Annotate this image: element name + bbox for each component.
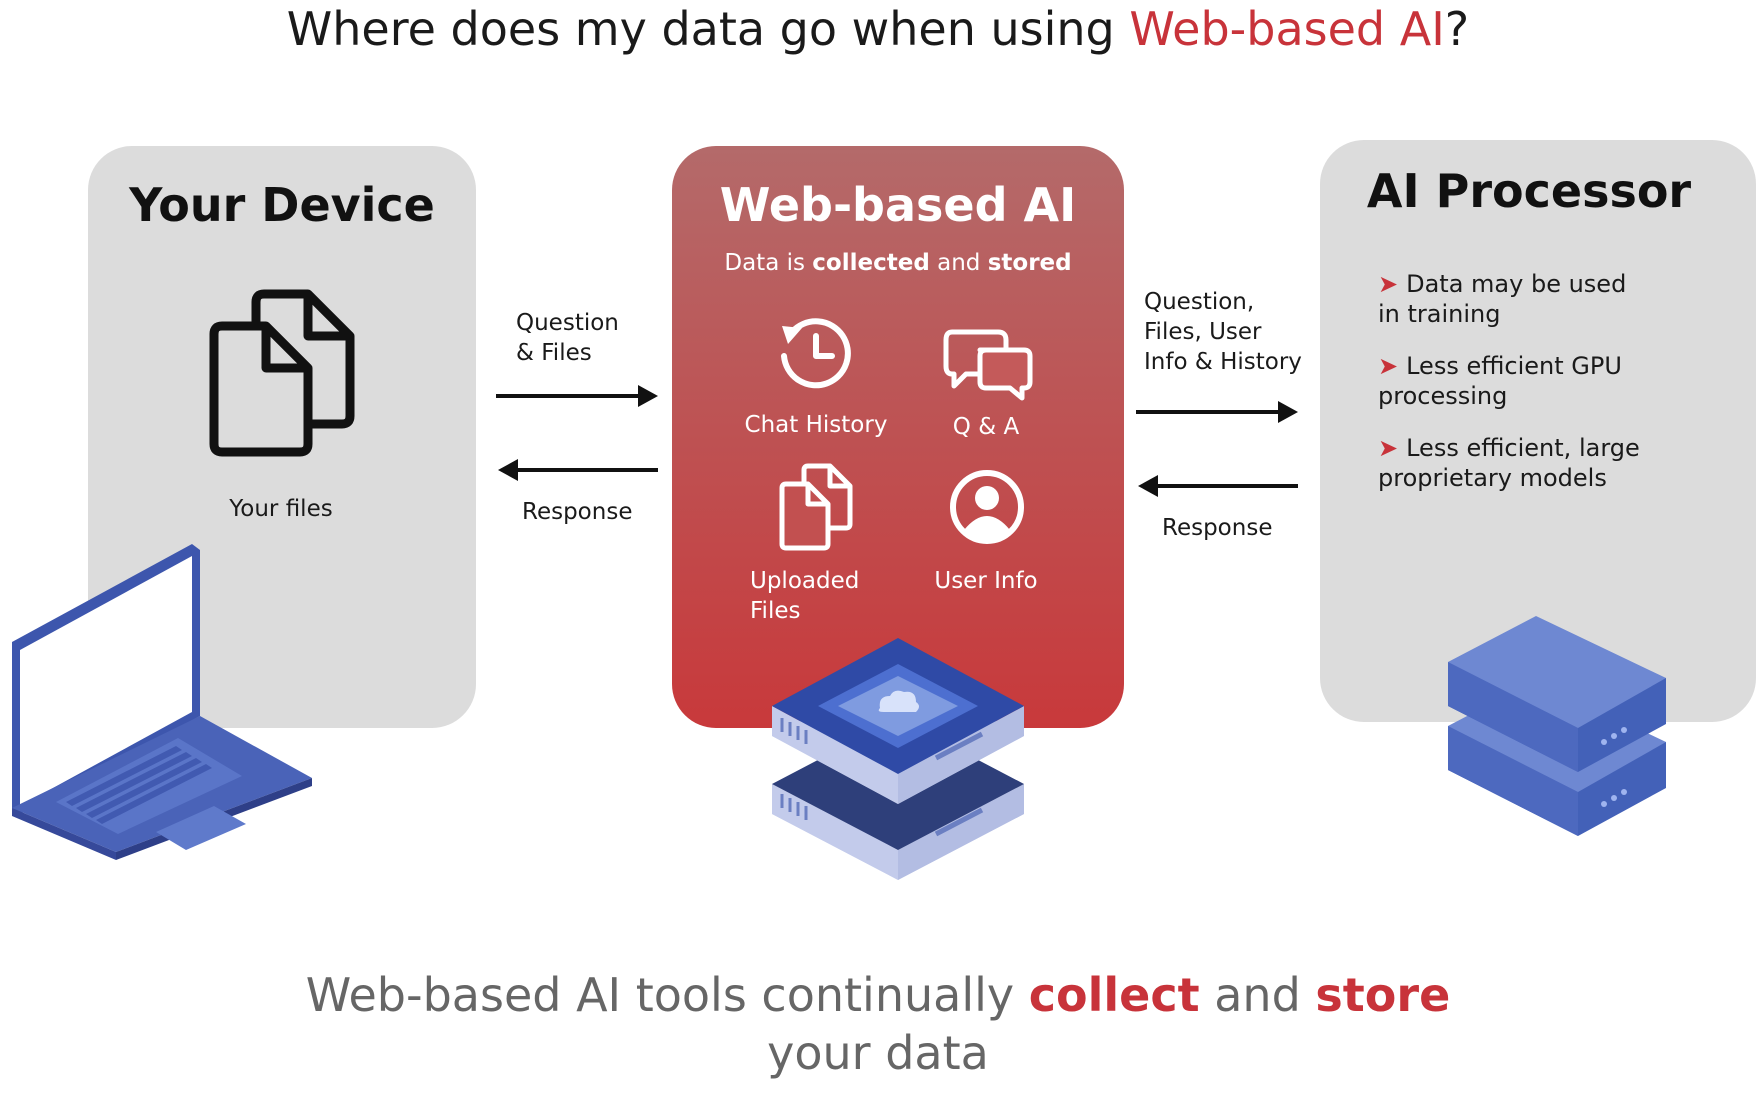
cloud-server-icon	[772, 638, 1024, 880]
bullet-3-line2: proprietary models	[1378, 464, 1607, 492]
left-arrow-right	[1138, 475, 1298, 497]
laptop-icon	[12, 544, 312, 860]
footer-mid: and	[1199, 968, 1316, 1022]
footer-caption: Web-based AI tools continually collect a…	[0, 966, 1756, 1082]
web-ai-panel	[672, 146, 1124, 728]
web-ai-title: Web-based AI	[719, 178, 1077, 232]
left-request-line1: Question	[516, 310, 619, 336]
documents-icon	[209, 289, 355, 457]
title-suffix: ?	[1444, 2, 1470, 56]
processor-bullet-3: ➤Less efficient, large proprietary model…	[1378, 433, 1640, 493]
page-title: Where does my data go when using Web-bas…	[0, 2, 1756, 56]
right-response-label: Response	[1162, 515, 1273, 541]
footer-prefix: Web-based AI tools continually	[305, 968, 1029, 1022]
right-arrow-right	[1136, 401, 1298, 423]
files-icon	[779, 463, 853, 551]
left-request-line2: & Files	[516, 340, 592, 366]
subtitle-prefix: Data is	[724, 250, 813, 276]
uploaded-files-line1: Uploaded	[750, 568, 860, 594]
left-arrow-left	[498, 459, 658, 481]
subtitle-mid: and	[929, 250, 988, 276]
processor-title: AI Processor	[1366, 164, 1692, 218]
bullet-arrow-icon: ➤	[1378, 434, 1399, 462]
uploaded-files-line2: Files	[750, 598, 801, 624]
left-request-label: Question & Files	[516, 308, 619, 368]
history-icon	[781, 318, 851, 389]
left-response-label: Response	[522, 499, 633, 525]
bullet-1-line1: Data may be used	[1406, 270, 1627, 298]
footer-line2: your data	[767, 1026, 989, 1080]
bullet-1-line2: in training	[1378, 300, 1501, 328]
user-icon	[950, 470, 1024, 544]
server-stack-icon	[1448, 616, 1666, 836]
bullet-3-line1: Less efficient, large	[1406, 434, 1640, 462]
subtitle-stored: stored	[987, 250, 1072, 276]
footer-store: store	[1315, 968, 1451, 1022]
bullet-arrow-icon: ➤	[1378, 270, 1399, 298]
right-request-line1: Question,	[1144, 289, 1255, 315]
web-ai-subtitle: Data is collected and stored	[672, 250, 1124, 276]
right-request-line2: Files, User	[1144, 319, 1262, 345]
processor-bullet-1: ➤Data may be used in training	[1378, 269, 1626, 329]
subtitle-collected: collected	[812, 250, 930, 276]
user-info-label: User Info	[934, 568, 1038, 594]
chat-history-label: Chat History	[744, 412, 888, 438]
title-prefix: Where does my data go when using	[286, 2, 1130, 56]
right-arrow-left	[496, 385, 658, 407]
uploaded-files-label: Uploaded Files	[750, 566, 859, 626]
device-panel-title: Your Device	[129, 178, 435, 232]
right-request-line3: Info & History	[1144, 349, 1302, 375]
title-highlight: Web-based AI	[1129, 2, 1445, 56]
right-request-label: Question, Files, User Info & History	[1144, 287, 1302, 377]
bullet-2-line1: Less efficient GPU	[1406, 352, 1622, 380]
bullet-2-line2: processing	[1378, 382, 1508, 410]
footer-collect: collect	[1028, 968, 1200, 1022]
chat-bubbles-icon	[943, 329, 1033, 401]
your-files-label: Your files	[229, 496, 333, 522]
bullet-arrow-icon: ➤	[1378, 352, 1399, 380]
qa-label: Q & A	[952, 414, 1020, 440]
processor-bullet-2: ➤Less efficient GPU processing	[1378, 351, 1622, 411]
